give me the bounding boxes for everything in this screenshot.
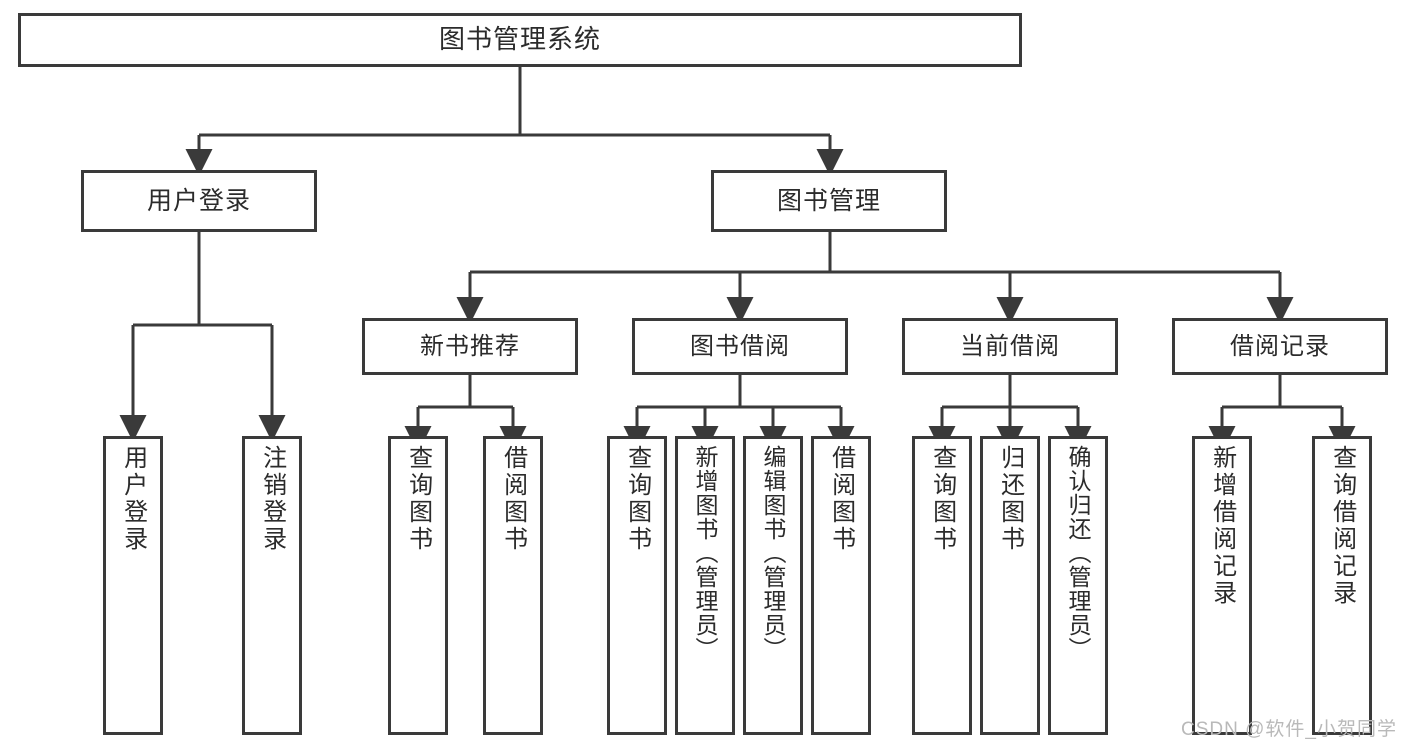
node-label: 图书管理 bbox=[776, 186, 881, 215]
node-label: 确认归还（管理员） bbox=[1065, 445, 1092, 661]
node-label: 查询图书 bbox=[404, 445, 432, 553]
node-label: 编辑图书（管理员） bbox=[760, 445, 787, 661]
leaf-current-borrow-confirm-admin[interactable]: 确认归还（管理员） bbox=[1048, 436, 1108, 735]
node-label: 图书借阅 bbox=[690, 332, 790, 360]
node-label: 当前借阅 bbox=[960, 332, 1060, 360]
leaf-user-login-logout[interactable]: 注销登录 bbox=[242, 436, 302, 735]
node-borrow-record[interactable]: 借阅记录 bbox=[1172, 318, 1388, 375]
leaf-current-borrow-return[interactable]: 归还图书 bbox=[980, 436, 1040, 735]
node-user-login[interactable]: 用户登录 bbox=[81, 170, 317, 232]
node-label: 查询借阅记录 bbox=[1328, 445, 1356, 607]
node-new-book-recommend[interactable]: 新书推荐 bbox=[362, 318, 578, 375]
csdn-watermark: CSDN @软件_小贺同学 bbox=[1181, 719, 1397, 740]
node-book-borrow[interactable]: 图书借阅 bbox=[632, 318, 848, 375]
leaf-book-borrow-query[interactable]: 查询图书 bbox=[607, 436, 667, 735]
leaf-current-borrow-query[interactable]: 查询图书 bbox=[912, 436, 972, 735]
node-label: 借阅图书 bbox=[499, 445, 527, 553]
node-label: 图书管理系统 bbox=[438, 24, 601, 55]
node-label: 用户登录 bbox=[119, 445, 147, 553]
node-book-management[interactable]: 图书管理 bbox=[711, 170, 947, 232]
node-label: 查询图书 bbox=[928, 445, 956, 553]
node-label: 借阅图书 bbox=[827, 445, 855, 553]
leaf-new-book-query[interactable]: 查询图书 bbox=[388, 436, 448, 735]
leaf-borrow-record-add[interactable]: 新增借阅记录 bbox=[1192, 436, 1252, 735]
node-label: 新书推荐 bbox=[420, 332, 520, 360]
leaf-book-borrow-borrow[interactable]: 借阅图书 bbox=[811, 436, 871, 735]
node-label: 查询图书 bbox=[623, 445, 651, 553]
node-label: 用户登录 bbox=[146, 186, 251, 215]
leaf-user-login-login[interactable]: 用户登录 bbox=[103, 436, 163, 735]
node-label: 归还图书 bbox=[996, 445, 1024, 553]
leaf-book-borrow-edit-admin[interactable]: 编辑图书（管理员） bbox=[743, 436, 803, 735]
node-label: 注销登录 bbox=[258, 445, 286, 553]
node-root-book-management-system[interactable]: 图书管理系统 bbox=[18, 13, 1022, 67]
node-label: 借阅记录 bbox=[1230, 332, 1330, 360]
leaf-new-book-borrow[interactable]: 借阅图书 bbox=[483, 436, 543, 735]
node-current-borrow[interactable]: 当前借阅 bbox=[902, 318, 1118, 375]
node-label: 新增借阅记录 bbox=[1208, 445, 1236, 607]
node-label: 新增图书（管理员） bbox=[692, 445, 719, 661]
leaf-book-borrow-add-admin[interactable]: 新增图书（管理员） bbox=[675, 436, 735, 735]
leaf-borrow-record-query[interactable]: 查询借阅记录 bbox=[1312, 436, 1372, 735]
